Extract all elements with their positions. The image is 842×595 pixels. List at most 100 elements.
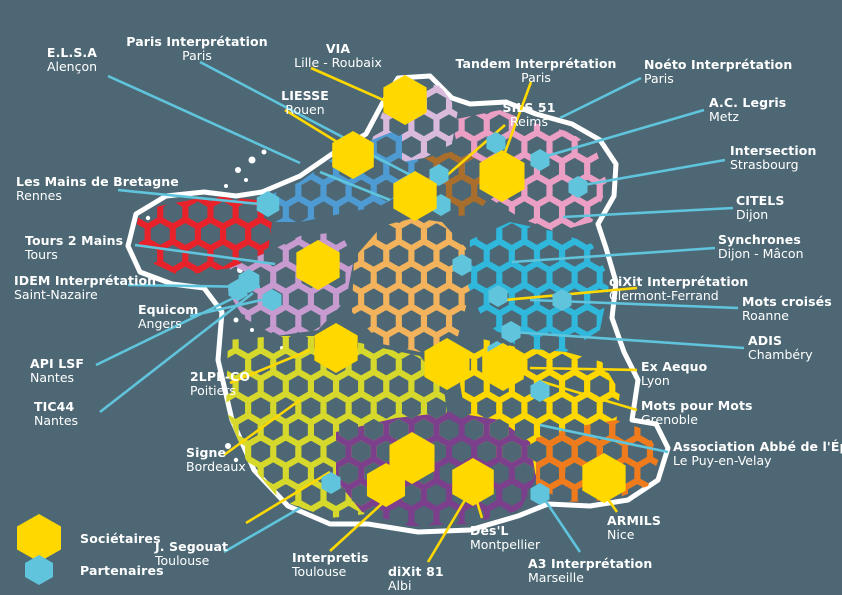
label-organisation: Signe [186, 445, 227, 460]
partenaire-marker[interactable] [488, 285, 508, 307]
connector-line-cyan [319, 170, 391, 202]
partenaire-marker[interactable] [530, 483, 550, 505]
label-organisation: Interpretis [292, 550, 369, 565]
legend-label-societaires: Sociétaires [80, 530, 161, 546]
connector-line-cyan [539, 108, 705, 160]
label-city: Nantes [30, 370, 75, 385]
societaire-marker[interactable] [482, 343, 524, 391]
label-organisation: VIA [325, 41, 351, 56]
label-city: Le Puy-en-Velay [673, 453, 772, 468]
label-organisation: 2LPE-CO [190, 369, 251, 384]
societaire-marker[interactable] [389, 432, 435, 484]
label-city: Bordeaux [186, 459, 246, 474]
connector-line-cyan [199, 60, 353, 144]
societaire-marker[interactable] [383, 75, 427, 125]
connector-line-cyan [117, 188, 271, 207]
connector-line-cyan [107, 74, 301, 165]
legend-row-partenaires: Partenaires [22, 553, 164, 587]
connector-line-cyan [223, 506, 301, 554]
societaire-marker[interactable] [393, 171, 437, 221]
label-organisation: LIESSE [281, 88, 329, 103]
label-city: Toulouse [155, 553, 210, 568]
partenaire-marker[interactable] [321, 472, 341, 494]
connector-line-cyan [577, 158, 726, 188]
connector-line-cyan [511, 246, 716, 264]
label-organisation: Mots croisés [742, 294, 832, 309]
partenaire-marker[interactable] [452, 254, 472, 276]
label-organisation: Equicom [138, 302, 199, 317]
map-label: Association Abbé de l'ÉpéeLe Puy-en-Vela… [673, 440, 842, 468]
partenaire-marker[interactable] [501, 321, 521, 343]
connector-line-yellow [329, 499, 387, 552]
label-city: Saint-Nazaire [14, 287, 98, 302]
societaire-marker[interactable] [296, 240, 340, 290]
connector-line-cyan [559, 76, 642, 120]
societaire-marker[interactable] [452, 458, 494, 506]
label-city: Alençon [46, 59, 98, 74]
partenaire-marker[interactable] [568, 176, 588, 198]
partenaire-marker[interactable] [256, 191, 280, 217]
societaire-marker[interactable] [314, 323, 358, 373]
region-occ [336, 412, 536, 526]
societaire-marker[interactable] [332, 131, 374, 179]
label-city: Nantes [34, 413, 79, 428]
partenaire-marker[interactable] [429, 164, 449, 186]
societaire-marker[interactable] [424, 338, 470, 390]
partenaire-marker[interactable] [228, 279, 248, 301]
label-organisation: Mots pour Mots [641, 398, 753, 413]
partenaire-marker[interactable] [530, 380, 550, 402]
connector-line-cyan [543, 499, 582, 553]
societaire-marker[interactable] [479, 150, 525, 202]
label-city: Chambéry [748, 347, 813, 362]
societaire-hexagon-icon [17, 514, 61, 562]
connector-line-cyan [511, 330, 745, 350]
partenaire-marker[interactable] [530, 149, 550, 171]
label-city: Rouen [285, 102, 325, 117]
label-city: Lille - Roubaix [294, 55, 382, 70]
label-city: Dijon [736, 207, 769, 222]
label-city: Dijon - Mâcon [718, 246, 804, 261]
label-organisation: Des'L [470, 523, 509, 538]
label-city: Strasbourg [730, 157, 799, 172]
societaire-marker[interactable] [582, 453, 626, 503]
label-city: Paris [644, 71, 674, 86]
partenaire-marker[interactable] [262, 289, 282, 311]
societaire-marker[interactable] [366, 463, 406, 507]
label-city: Nice [607, 527, 635, 542]
label-city: Poitiers [190, 383, 236, 398]
label-city: Tours [25, 247, 58, 262]
partenaire-marker[interactable] [486, 132, 506, 154]
coastline [125, 73, 671, 535]
label-city: Rennes [16, 188, 62, 203]
label-organisation: Synchrones [718, 232, 801, 247]
label-organisation: ADIS [748, 333, 783, 348]
label-city: Reims [510, 114, 548, 129]
label-organisation: E.L.S.A [46, 45, 98, 60]
label-organisation: J. Segouat [155, 539, 229, 554]
connector-line-cyan [539, 423, 669, 454]
label-city: Angers [138, 316, 182, 331]
label-organisation: Association Abbé de l'Épée [673, 439, 842, 454]
connector-line-yellow [504, 286, 638, 302]
partenaire-marker[interactable] [552, 289, 572, 311]
